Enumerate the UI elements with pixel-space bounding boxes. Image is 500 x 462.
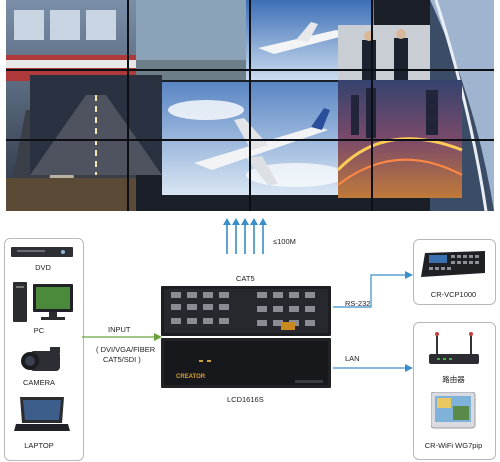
- input-label: INPUT: [108, 325, 131, 334]
- input-types-line1: ( DVI/VGA/FIBER: [96, 345, 156, 354]
- router-label: 路由器: [442, 375, 465, 384]
- vcp-label: CR-VCP1000: [430, 290, 477, 299]
- input-types-line2: CAT5/SDI ): [103, 355, 141, 364]
- controller-brand: CREATOR: [176, 374, 206, 380]
- lan-label: LAN: [345, 354, 360, 363]
- tablet-icon: [431, 392, 476, 429]
- wireless-panel: [413, 322, 496, 460]
- source-panel: [4, 238, 84, 461]
- video-wall-image: [6, 0, 494, 211]
- lan-connector: [333, 364, 413, 372]
- rs232-connector: [333, 271, 413, 308]
- video-wall: [6, 0, 494, 211]
- signal-arrows: [223, 218, 267, 254]
- cable-label: CAT5: [236, 274, 255, 283]
- source-label-pc: PC: [33, 326, 45, 335]
- rs232-label: RS-232: [345, 299, 371, 308]
- source-label-dvd: DVD: [35, 263, 51, 272]
- video-wall-controller: [161, 286, 331, 388]
- bandwidth-label: ≤100M: [273, 237, 296, 246]
- control-keyboard-icon: [421, 251, 485, 277]
- tablet-label: CR-WiFi WG7pip: [424, 441, 483, 450]
- dvd-player-icon: [11, 247, 73, 257]
- input-arrow: [82, 333, 162, 341]
- source-label-laptop: LAPTOP: [24, 441, 54, 450]
- controller-model: LCD1616S: [227, 395, 264, 404]
- wifi-router-icon: [429, 332, 479, 364]
- video-camera-icon: [21, 347, 60, 371]
- source-label-camera: CAMERA: [22, 378, 56, 387]
- laptop-icon: [14, 397, 70, 431]
- upward-signal-arrow-icon: [223, 218, 267, 254]
- desktop-pc-icon: [13, 282, 73, 322]
